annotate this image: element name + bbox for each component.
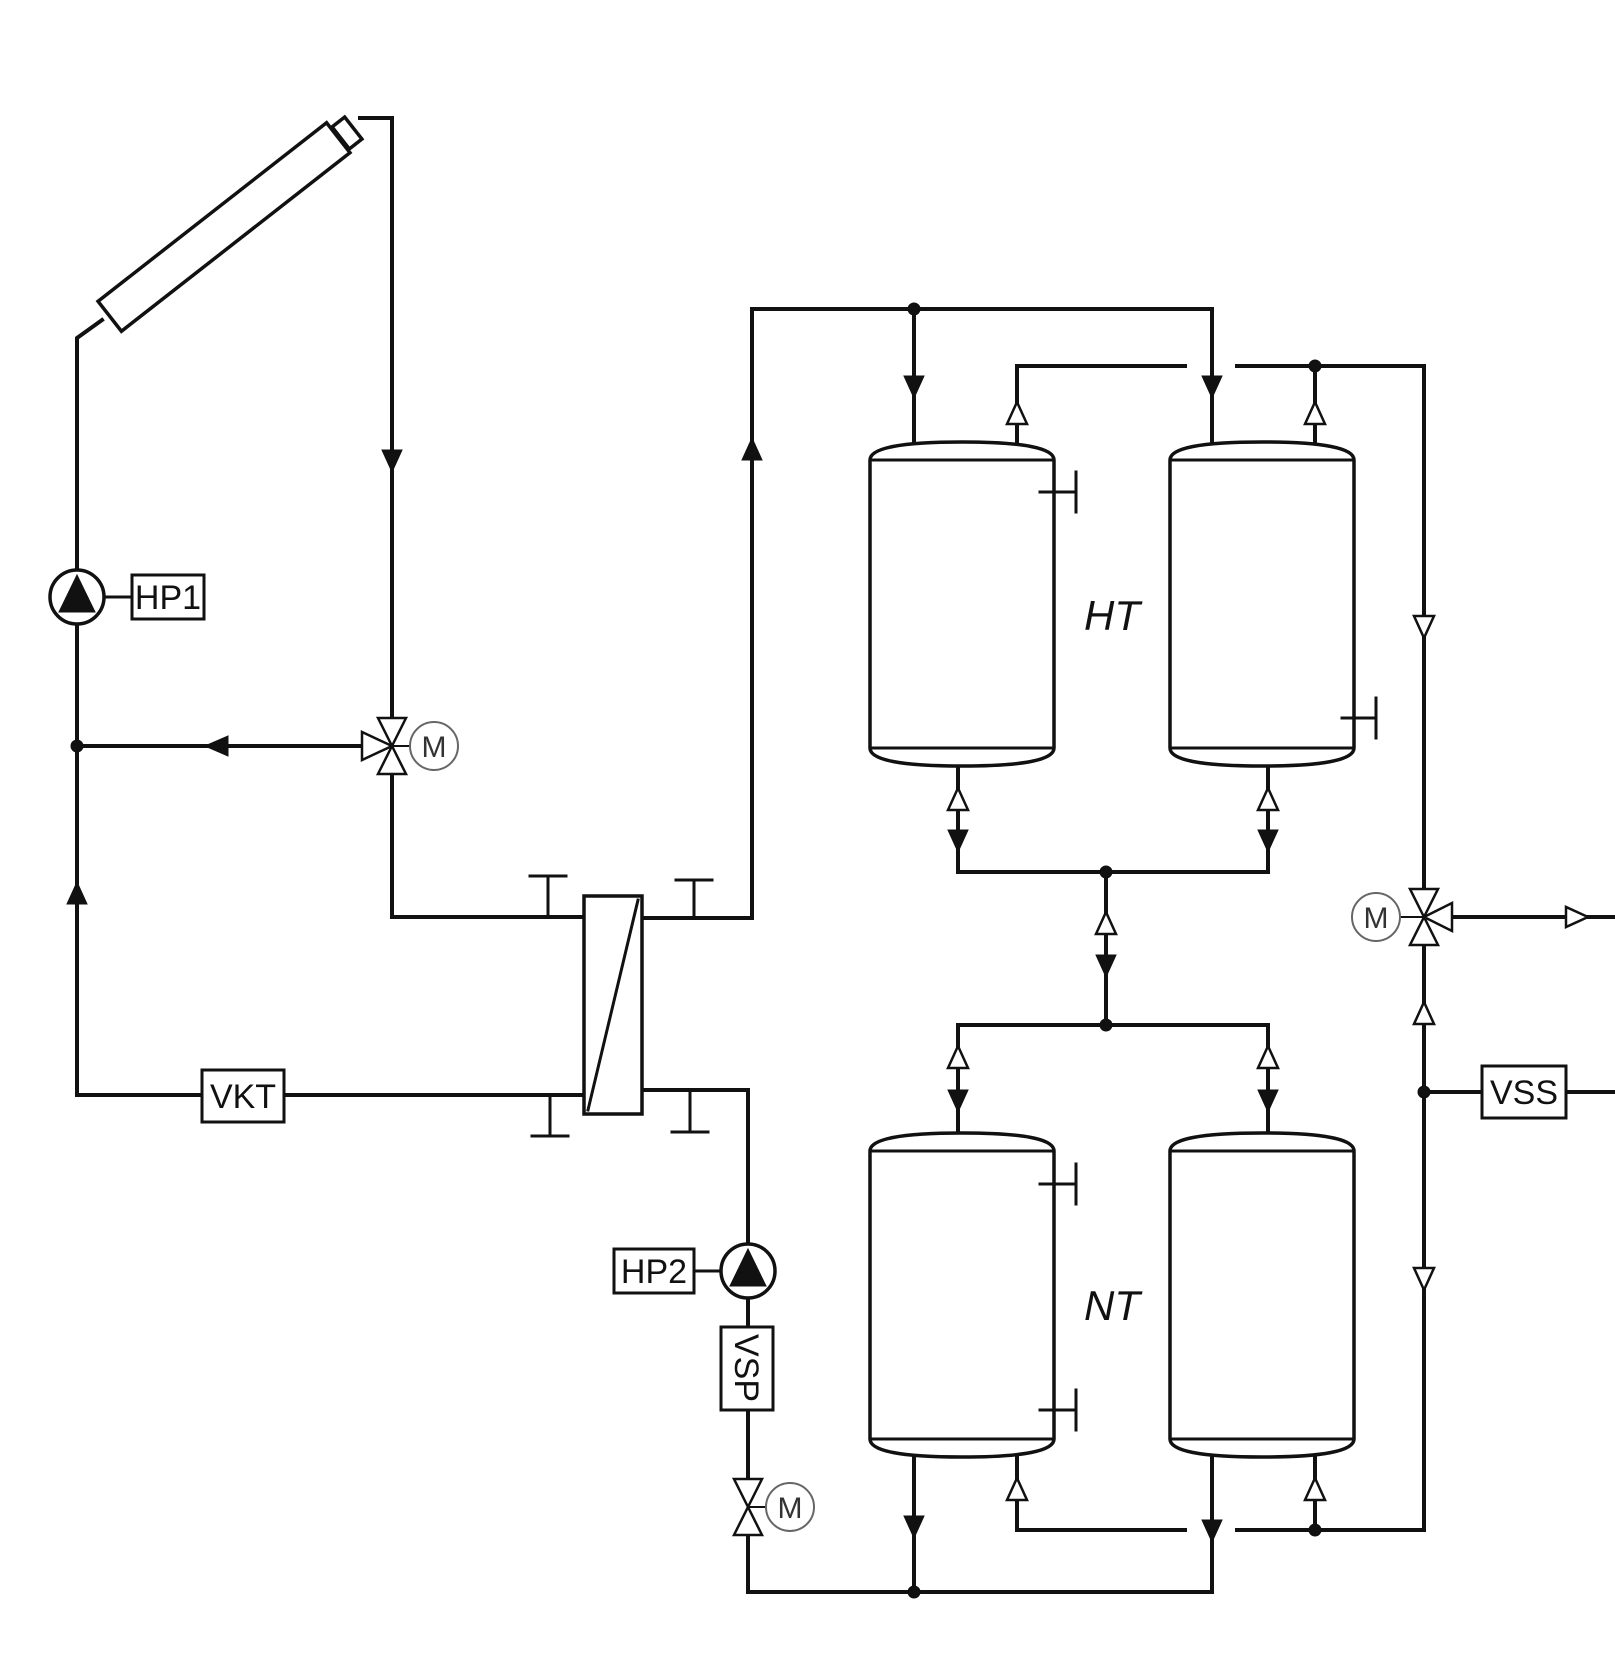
pump-hp2[interactable]: HP2: [612, 1242, 777, 1300]
pipe-nt-top: [956, 1023, 1270, 1135]
pipe-valve-to-bottom: [746, 1533, 916, 1594]
ht-label: HT: [1084, 592, 1143, 639]
pump-hp1[interactable]: HP1: [48, 568, 206, 626]
junction-dots: [70, 302, 1431, 1599]
pipe-nt-return: [1015, 1455, 1187, 1532]
two-way-valve-icon: [731, 1477, 765, 1537]
pipe-hx-to-hp2: [640, 1088, 750, 1246]
pipe-network: [75, 116, 1615, 1594]
vkt-label: VKT: [210, 1078, 276, 1116]
hp1-label: HP1: [135, 579, 201, 617]
pipe-collector-supply: [75, 317, 105, 752]
pipe-collector-return: [358, 116, 394, 727]
pipe-nt1-bottom: [912, 1455, 1214, 1594]
pipe-ht-bottom: [956, 764, 1270, 874]
hp2-label: HP2: [621, 1253, 687, 1291]
flow-meter-vss: VSS: [1480, 1064, 1568, 1120]
storage-tank-icon: [868, 440, 1056, 768]
tank-nt-1: [868, 1131, 1056, 1459]
storage-tank-icon: [868, 1131, 1056, 1459]
pipe-hx-to-ht: [640, 307, 1214, 920]
vsp-label: VSP: [727, 1334, 765, 1402]
heat-exchanger-icon: [528, 874, 714, 1138]
pipe-hx-return-left: [75, 744, 586, 1097]
three-way-valve-icon: [360, 716, 409, 776]
motor-label: M: [778, 1492, 803, 1525]
two-way-valve-bottom[interactable]: M: [731, 1477, 815, 1537]
solar-collector-icon: [95, 114, 365, 334]
flow-meter-vsp: VSP: [719, 1325, 775, 1412]
tank-nt-2: [1168, 1131, 1356, 1459]
pipe-ht1-out: [1015, 364, 1187, 444]
three-way-valve-right[interactable]: M: [1351, 887, 1454, 947]
storage-tank-icon: [1168, 440, 1356, 768]
three-way-valve-left[interactable]: M: [360, 716, 459, 776]
vss-label: VSS: [1490, 1074, 1558, 1112]
motor-label: M: [422, 731, 447, 764]
nt-label: NT: [1084, 1282, 1143, 1329]
flow-arrow-icon: [66, 375, 1592, 1544]
flow-meter-vkt: VKT: [200, 1068, 286, 1124]
tank-ht-2: [1168, 440, 1356, 768]
tank-sensors: [1038, 470, 1378, 1432]
pipe-valve-to-hx: [390, 766, 586, 919]
three-way-valve-icon: [1407, 887, 1454, 947]
motor-label: M: [1364, 902, 1389, 935]
tank-ht-1: [868, 440, 1056, 768]
storage-tank-icon: [1168, 1131, 1356, 1459]
